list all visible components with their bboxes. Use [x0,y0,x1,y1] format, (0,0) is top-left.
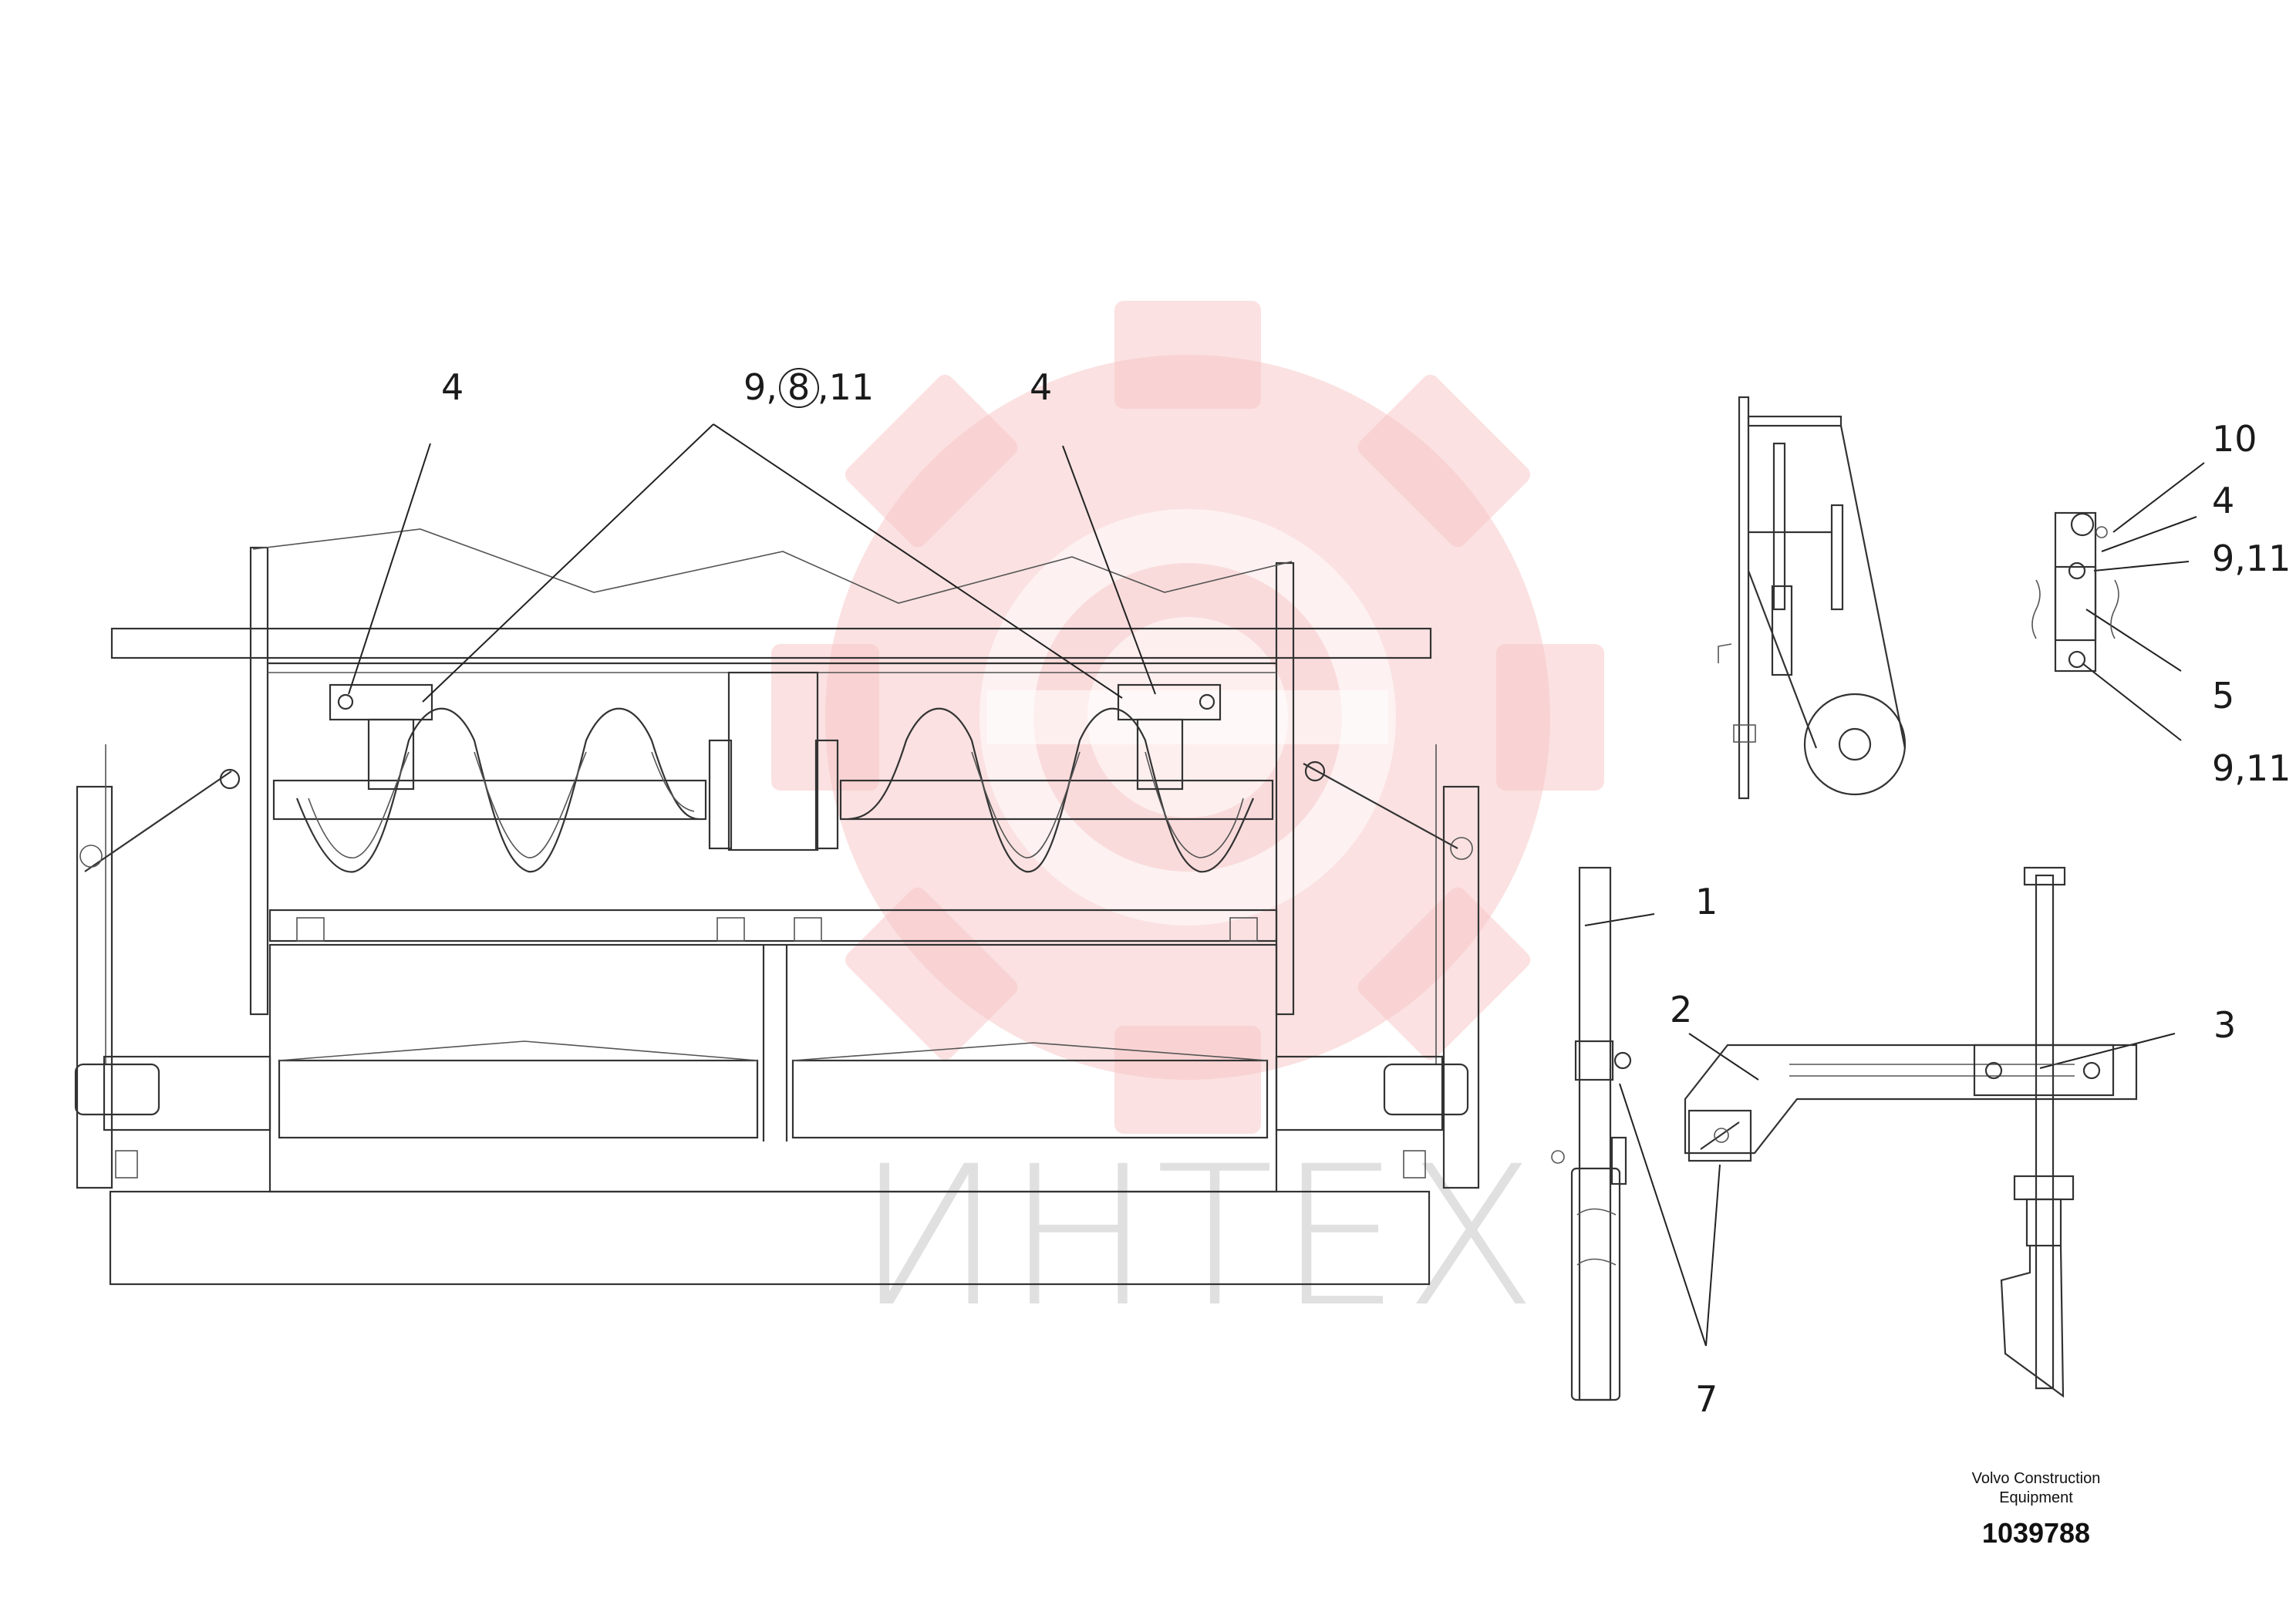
part-number: 1039788 [1981,1517,2091,1549]
side-view-detail [1718,396,1907,800]
callout-1: 1 [1695,881,1718,922]
leader-lines [348,423,2205,1347]
callout-10: 10 [2212,418,2257,460]
callout-4-left: 4 [441,366,464,408]
manufacturer-line-1: Volvo Construction [1971,1470,2101,1487]
callout-5: 5 [2212,675,2234,717]
watermark-text: ИНТЕХ [856,1125,1542,1349]
paver-screed-assembly [74,528,1480,1286]
callout-9-prefix: 9, [743,366,777,408]
callout-11-suffix: ,11 [818,366,874,408]
callout-2: 2 [1670,989,1692,1030]
callout-3: 3 [2213,1004,2236,1046]
callout-7: 7 [1695,1378,1718,1420]
bracket-detail [2031,511,2119,673]
part-3-detail [1973,866,2115,1398]
title-block: Volvo Construction Equipment 1039788 [1897,1469,2175,1549]
part-1-detail [1551,866,1632,1401]
callout-4-right: 4 [1030,366,1052,408]
callout-labels: 4 9, 8 ,11 4 10 4 9,11 5 9,11 1 2 3 7 [441,366,2291,1420]
callout-911-lower: 9,11 [2212,747,2291,789]
manufacturer-line-2: Equipment [1999,1489,2073,1506]
callout-8-circle [779,368,819,408]
part-2-detail [1684,1044,2138,1162]
callout-4-detail: 4 [2212,480,2234,521]
watermark-gear-logo [771,301,1604,1134]
callout-8-circled: 8 [787,366,810,408]
callout-911-upper: 9,11 [2212,538,2291,579]
